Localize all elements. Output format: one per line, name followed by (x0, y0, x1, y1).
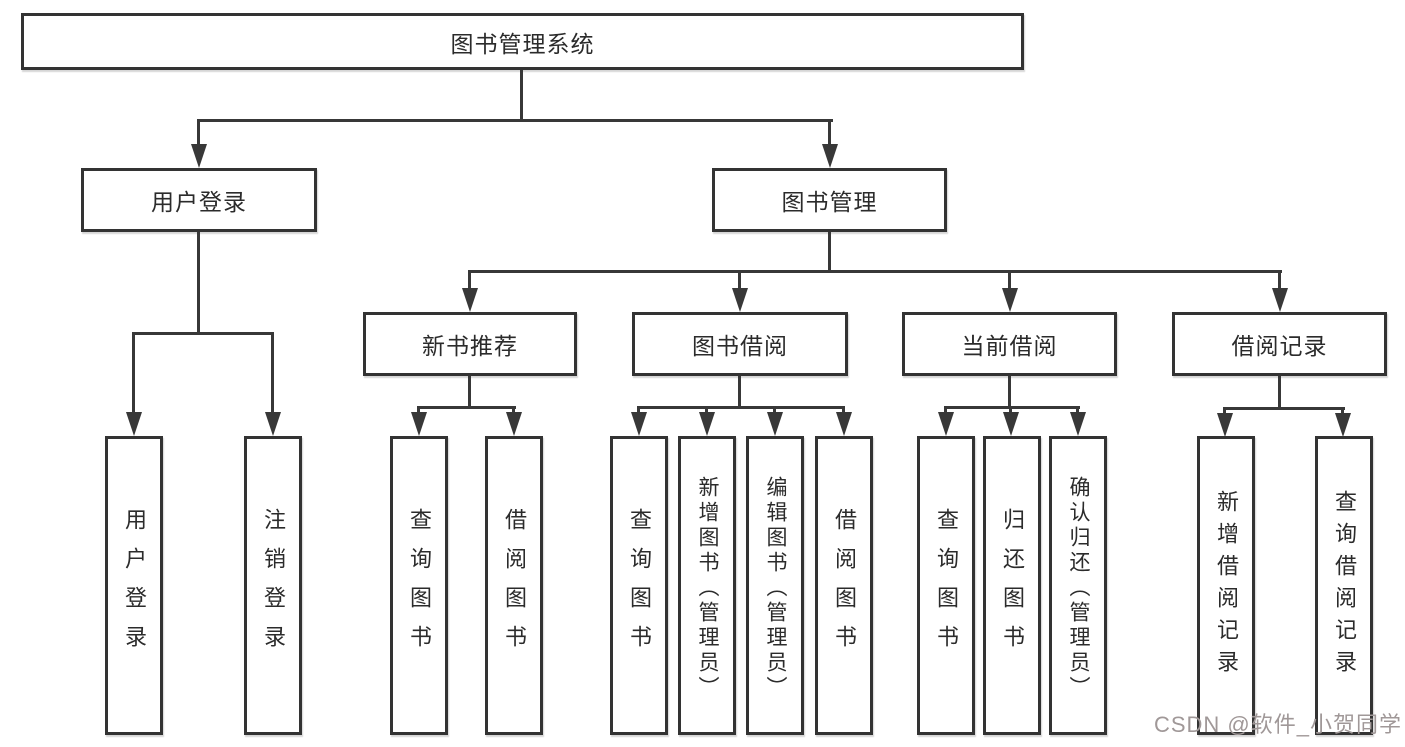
arrow-down-icon (938, 412, 954, 436)
leaf-add-books-admin: 新增图书（管理员） (678, 436, 736, 735)
leaf-user-login: 用户登录 (105, 436, 163, 735)
leaf-logout: 注销登录 (244, 436, 302, 735)
connector-borrowing-stem (738, 376, 741, 409)
connector-root-stem (520, 70, 523, 121)
connector-drop-login (132, 332, 135, 414)
connector-records-stem (1278, 376, 1281, 410)
node-book-management: 图书管理 (712, 168, 947, 232)
arrow-down-icon (732, 288, 748, 312)
leaf-query-books: 查询图书 (390, 436, 448, 735)
arrow-down-icon (1272, 288, 1288, 312)
node-new-book-recommend: 新书推荐 (363, 312, 577, 376)
leaf-borrow-books: 借阅图书 (815, 436, 873, 735)
connector-current-stem (1008, 376, 1011, 409)
connector-current-rail (944, 406, 1080, 409)
connector-new-book-rail (417, 406, 516, 409)
node-user-login: 用户登录 (81, 168, 317, 232)
connector-drop (1223, 407, 1226, 417)
leaf-confirm-return-admin: 确认归还（管理员） (1049, 436, 1107, 735)
arrow-down-icon (822, 144, 838, 168)
leaf-query-books: 查询图书 (917, 436, 975, 735)
node-library-management-system: 图书管理系统 (21, 13, 1024, 70)
arrow-down-icon (462, 288, 478, 312)
leaf-return-books: 归还图书 (983, 436, 1041, 735)
arrow-down-icon (1335, 413, 1351, 437)
arrow-down-icon (1070, 412, 1086, 436)
connector-book-mgmt-rail (468, 270, 1282, 273)
connector-drop-user-login (197, 119, 200, 147)
arrow-down-icon (1217, 413, 1233, 437)
arrow-down-icon (767, 412, 783, 436)
connector-drop (705, 406, 708, 416)
arrow-down-icon (506, 412, 522, 436)
connector-drop (1341, 407, 1344, 417)
arrow-down-icon (191, 144, 207, 168)
arrow-down-icon (1003, 412, 1019, 436)
arrow-down-icon (265, 412, 281, 436)
leaf-borrow-books: 借阅图书 (485, 436, 543, 735)
arrow-down-icon (836, 412, 852, 436)
connector-drop (773, 406, 776, 416)
node-book-borrowing: 图书借阅 (632, 312, 848, 376)
connector-book-mgmt-stem (828, 232, 831, 273)
csdn-watermark: CSDN @软件_小贺同学 (1153, 712, 1402, 737)
connector-drop (637, 406, 640, 416)
arrow-down-icon (126, 412, 142, 436)
connector-drop (944, 406, 947, 416)
connector-drop (417, 406, 420, 416)
leaf-query-books: 查询图书 (610, 436, 668, 735)
connector-drop-new-book (468, 270, 471, 290)
arrow-down-icon (631, 412, 647, 436)
node-borrowing-records: 借阅记录 (1172, 312, 1387, 376)
connector-drop (512, 406, 515, 416)
connector-drop-borrowing (738, 270, 741, 290)
node-current-borrowing: 当前借阅 (902, 312, 1117, 376)
leaf-edit-books-admin: 编辑图书（管理员） (746, 436, 804, 735)
connector-drop (842, 406, 845, 416)
arrow-down-icon (1002, 288, 1018, 312)
leaf-query-borrow-record: 查询借阅记录 (1315, 436, 1373, 735)
connector-user-login-stem (197, 232, 200, 335)
connector-user-login-rail (132, 332, 274, 335)
connector-drop-book-mgmt (828, 119, 831, 147)
connector-drop (1076, 406, 1079, 416)
leaf-add-borrow-record: 新增借阅记录 (1197, 436, 1255, 735)
connector-drop-current (1008, 270, 1011, 290)
connector-drop (1009, 406, 1012, 416)
arrow-down-icon (699, 412, 715, 436)
connector-records-rail (1223, 407, 1345, 410)
connector-drop-records (1278, 270, 1281, 290)
arrow-down-icon (411, 412, 427, 436)
connector-new-book-stem (468, 376, 471, 409)
connector-root-rail (197, 119, 833, 122)
connector-borrowing-rail (637, 406, 845, 409)
connector-drop-logout (271, 332, 274, 414)
